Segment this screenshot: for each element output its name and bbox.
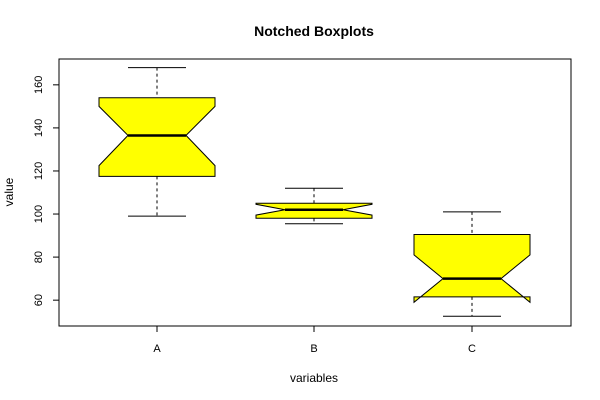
y-tick-label: 140 (33, 119, 45, 137)
notched-box (98, 97, 216, 177)
box-C (413, 211, 531, 317)
box-B (255, 187, 373, 225)
y-axis-title: value (2, 177, 16, 206)
chart-title: Notched Boxplots (254, 23, 374, 39)
box-A (98, 67, 216, 217)
boxes-layer (98, 67, 531, 317)
y-tick-label: 100 (33, 205, 45, 223)
y-tick-label: 80 (33, 251, 45, 263)
x-axis: A B C (153, 325, 476, 355)
x-tick-label: B (310, 343, 317, 355)
y-tick-label: 120 (33, 162, 45, 180)
x-tick-label: C (468, 343, 476, 355)
y-tick-label: 160 (33, 76, 45, 94)
notched-box (413, 234, 531, 304)
x-tick-label: A (153, 343, 161, 355)
y-axis: 60 80 100 120 140 160 (33, 76, 60, 306)
x-axis-title: variables (290, 371, 338, 385)
y-tick-label: 60 (33, 294, 45, 306)
